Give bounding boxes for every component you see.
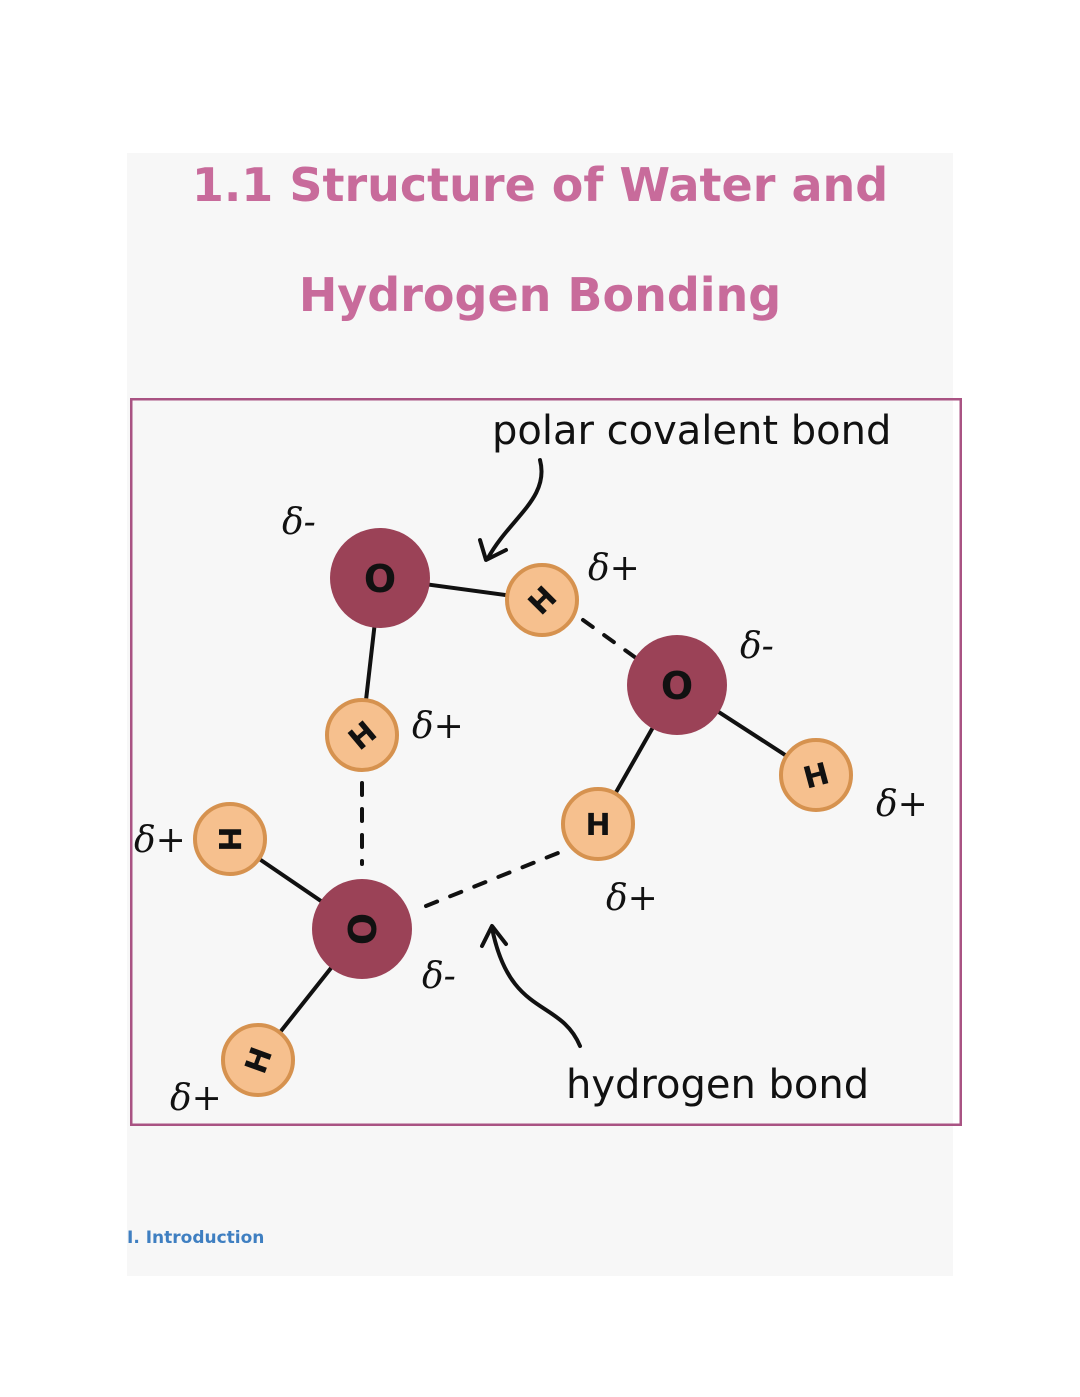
hydrogen-bond-dashed	[581, 618, 638, 660]
partial-positive-charge: δ+	[134, 820, 186, 861]
callout-arrows	[478, 458, 582, 1048]
water-hydrogen-bond-diagram: O O O H H H H H H δ- δ+ δ- δ+ δ+ δ+	[130, 398, 962, 1126]
section-footer-link[interactable]: I. Introduction	[127, 1228, 265, 1248]
partial-positive-charge: δ+	[170, 1078, 222, 1119]
page-title: 1.1 Structure of Water and Hydrogen Bond…	[127, 130, 953, 350]
hydrogen-bond-label: hydrogen bond	[566, 1062, 869, 1108]
oxygen-atom	[330, 528, 430, 628]
polar-bond-arrow	[486, 458, 544, 560]
hydrogen-bond-arrowhead	[480, 924, 508, 948]
hydrogen-symbol: H	[585, 808, 610, 843]
hydrogen-atoms: H H H H H H	[193, 563, 853, 1097]
hydrogen-atom	[193, 802, 267, 876]
partial-positive-charge: δ+	[606, 878, 658, 919]
oxygen-atoms: O O O	[312, 528, 727, 979]
hydrogen-bond-dashed	[424, 851, 560, 908]
partial-negative-charge: δ-	[422, 956, 456, 997]
title-line-1: 1.1 Structure of Water and	[191, 158, 889, 212]
oxygen-symbol: O	[339, 913, 383, 945]
partial-negative-charge: δ-	[740, 626, 774, 667]
diagram-canvas: O O O H H H H H H δ- δ+ δ- δ+ δ+ δ+	[130, 398, 962, 1126]
title-line-2: Hydrogen Bonding	[298, 268, 782, 322]
oxygen-symbol: O	[364, 557, 396, 601]
hydrogen-bond-arrow	[490, 926, 582, 1048]
polar-covalent-bond-label: polar covalent bond	[492, 408, 891, 454]
hydrogen-atom	[221, 1023, 295, 1097]
covalent-bonds	[228, 576, 818, 1062]
oxygen-atom	[312, 879, 412, 979]
partial-charges: δ- δ+ δ- δ+ δ+ δ+ δ+ δ- δ+	[134, 502, 928, 1119]
hydrogen-atom	[505, 563, 579, 637]
hydrogen-atom	[779, 738, 853, 812]
hydrogen-atom	[561, 787, 635, 861]
partial-positive-charge: δ+	[412, 706, 464, 747]
hydrogen-bonds	[360, 618, 638, 908]
partial-negative-charge: δ-	[282, 502, 316, 543]
partial-positive-charge: δ+	[588, 548, 640, 589]
oxygen-symbol: O	[661, 664, 693, 708]
polar-bond-arrowhead	[478, 538, 508, 562]
diagram-frame	[130, 398, 962, 1126]
partial-positive-charge: δ+	[876, 784, 928, 825]
hydrogen-symbol: H	[211, 826, 246, 851]
hydrogen-atom	[325, 698, 399, 772]
oxygen-atom	[627, 635, 727, 735]
